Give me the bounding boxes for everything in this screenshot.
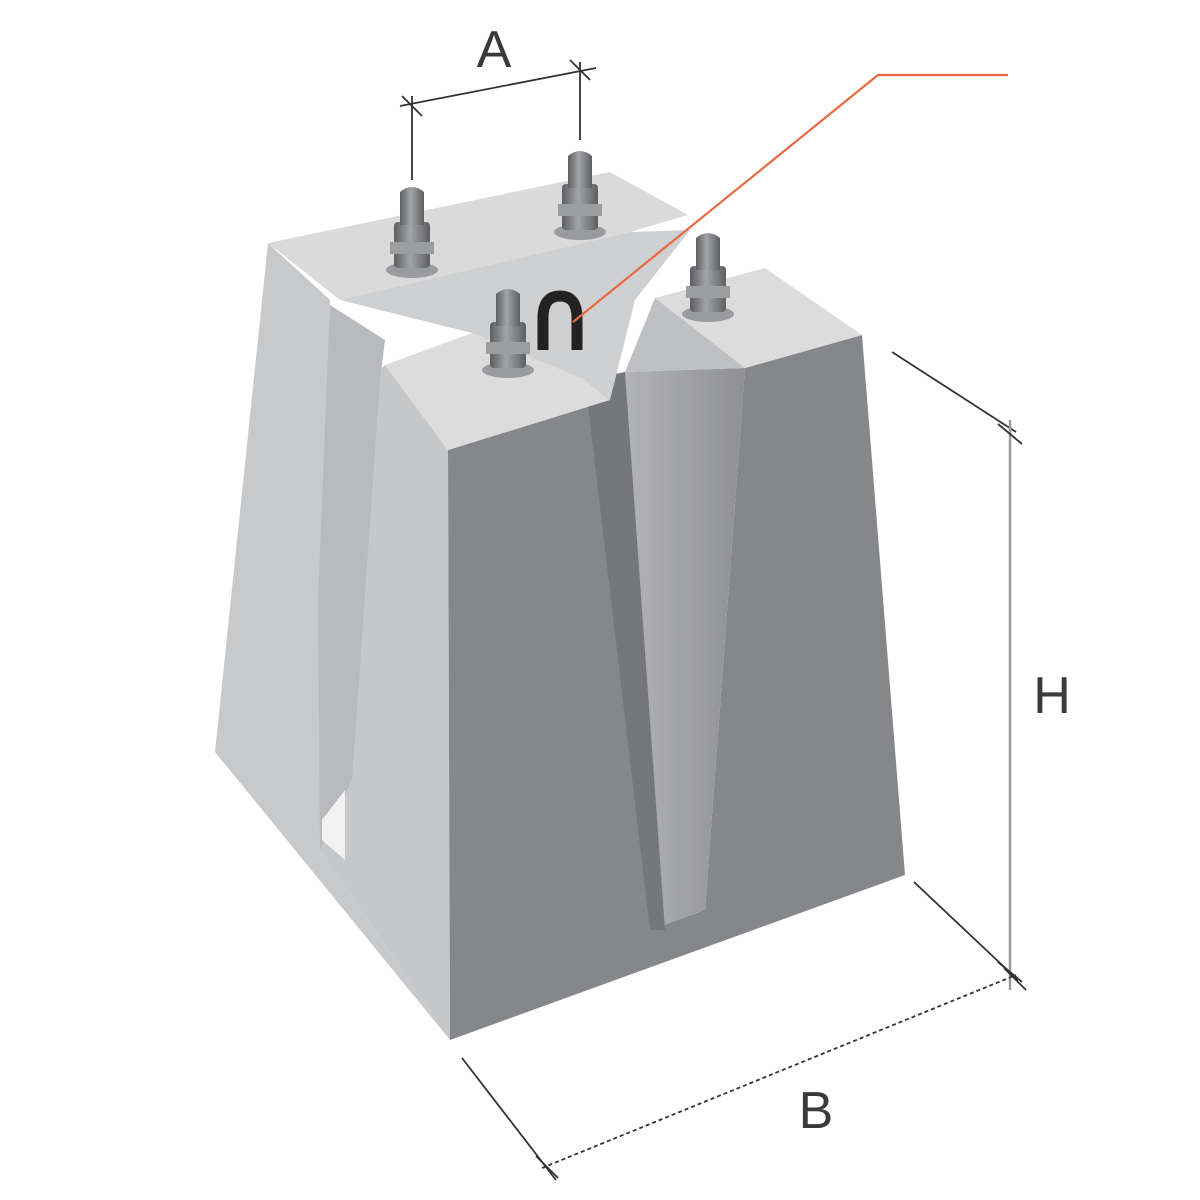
anchor-bolt-front-right xyxy=(682,233,734,322)
top-right-bevel xyxy=(625,298,745,372)
block-front-face xyxy=(448,335,905,1040)
lifting-hook-icon xyxy=(537,290,583,350)
left-slot-light xyxy=(322,790,345,860)
dimension-h xyxy=(891,351,1023,990)
dimension-a-label: A xyxy=(477,21,512,79)
anchor-bolt-back-left xyxy=(386,187,438,278)
groove-channel xyxy=(585,372,665,930)
dimension-b-line xyxy=(541,974,1017,1169)
anchor-bolts xyxy=(386,151,734,378)
block-left-face xyxy=(215,243,450,1040)
dimension-h-label: H xyxy=(1033,667,1071,725)
dimension-h-extension-top xyxy=(891,351,1017,433)
top-front-left-face xyxy=(385,333,610,450)
dimension-b-label: B xyxy=(799,1082,834,1140)
dimension-a-line xyxy=(399,67,597,107)
dimension-b-tick-right xyxy=(1003,967,1027,991)
dimension-h-tick-bottom xyxy=(997,961,1023,983)
anchor-bolt-back-right xyxy=(554,151,606,240)
dimension-a xyxy=(399,59,597,180)
dimension-h-tick-top xyxy=(997,423,1023,445)
anchor-bolt-front-left xyxy=(482,289,534,378)
left-slot xyxy=(318,305,385,850)
dimension-b xyxy=(461,967,1027,1181)
concrete-block xyxy=(215,243,905,1040)
dimension-a-tick-right xyxy=(569,59,591,81)
dimension-a-tick-left xyxy=(401,95,423,117)
dimension-b-tick-left xyxy=(535,1155,559,1179)
callout-leader-line xyxy=(572,73,1008,323)
